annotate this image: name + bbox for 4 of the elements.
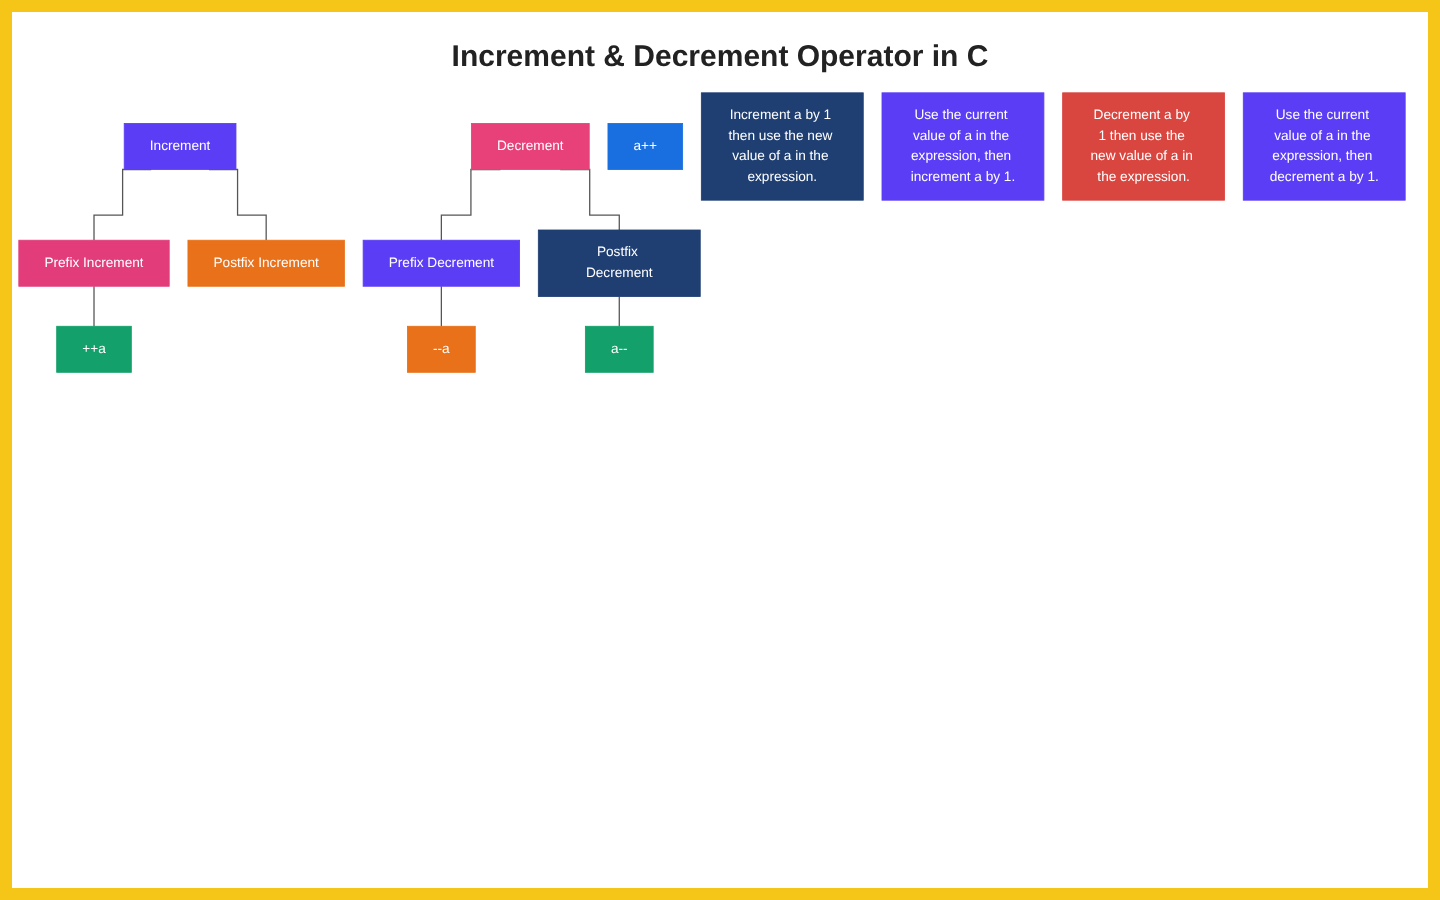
connector [440, 285, 442, 327]
connector [93, 285, 95, 327]
connector [618, 295, 620, 327]
diagram-title: Increment & Decrement Operator in C [449, 40, 991, 74]
